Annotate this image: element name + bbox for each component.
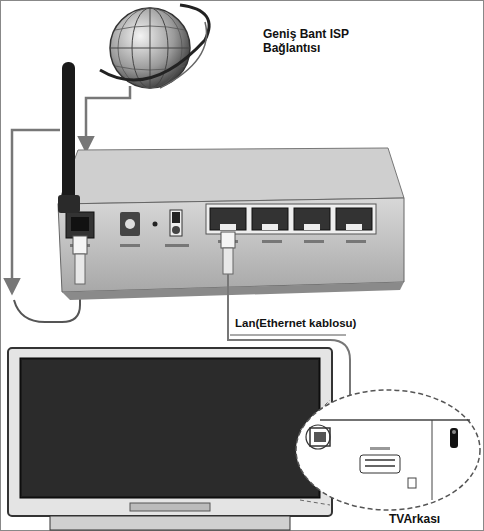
wan-plug [75, 254, 85, 284]
label-underline [230, 335, 346, 336]
antenna [62, 62, 75, 212]
isp-cable [12, 130, 60, 292]
isp-label: Geniş Bant ISP Bağlantısı [262, 27, 368, 56]
tv-back-label: TVArkası [388, 512, 441, 526]
cable-label: Lan(Ethernet kablosu) [234, 317, 357, 331]
isp-cable [86, 86, 130, 150]
lan-plug [223, 248, 233, 274]
antenna-base [58, 195, 80, 213]
router [58, 148, 404, 300]
tv-back-inset [296, 390, 480, 510]
wan-plug [73, 236, 87, 254]
globe-icon [100, 5, 209, 88]
tv [8, 348, 332, 530]
lan-plug [221, 232, 235, 248]
